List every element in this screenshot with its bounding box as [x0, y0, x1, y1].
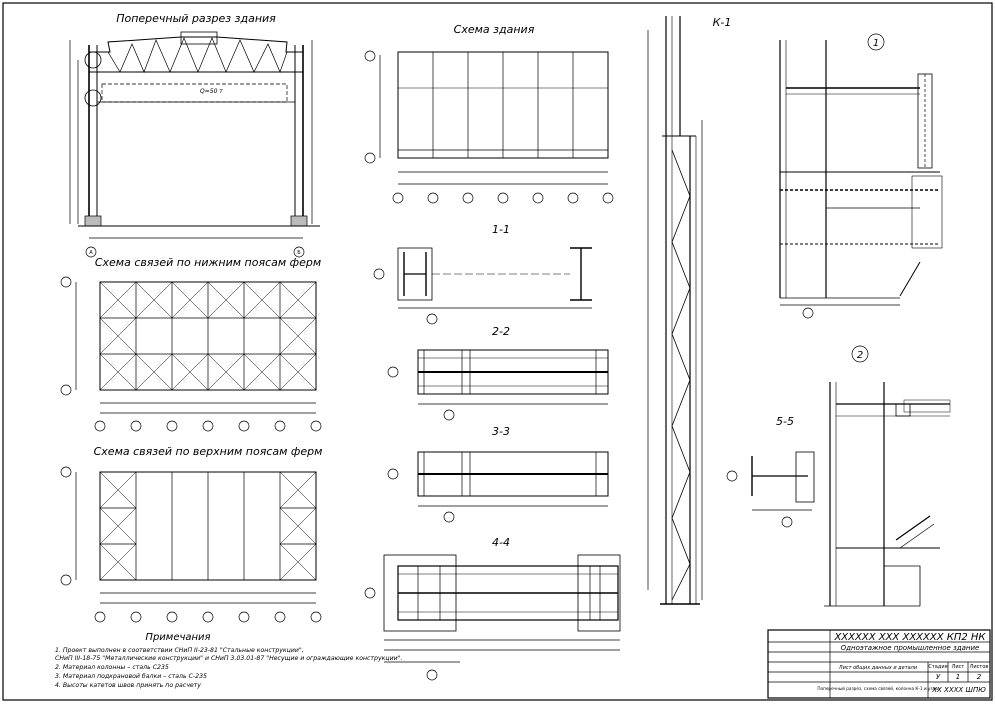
note-line: СНиП III-18-75 "Металлические конструкци…	[55, 655, 402, 662]
node-1-label: 1	[873, 38, 879, 49]
node-2-detail: 2	[824, 345, 951, 607]
note-line: 2. Материал колонны – сталь С235	[55, 664, 169, 671]
node-2-label: 2	[857, 350, 863, 361]
cross-section-view: Поперечный разрез здания Q=50 т А Б	[69, 12, 320, 258]
notes-heading: Примечания	[145, 632, 210, 643]
section-2-2-title: 2-2	[492, 325, 510, 338]
section-4-4-title: 4-4	[492, 536, 510, 549]
group-code: ХХ ХХХХ ШПЮ	[931, 686, 986, 694]
bottom-bracing-title: Схема связей по нижним поясам ферм	[95, 256, 321, 269]
axis-a-label: А	[89, 250, 93, 256]
sheet-value: 1	[956, 673, 960, 681]
building-scheme-title: Схема здания	[454, 23, 535, 36]
note-line: 1. Проект выполнен в соответствии СНиП I…	[55, 647, 304, 654]
sheets-value: 2	[977, 673, 982, 681]
building-name: Одноэтажное промышленное здание	[841, 644, 980, 652]
sheet-header: Лист	[952, 664, 965, 670]
bottom-bracing-view: Схема связей по нижним поясам ферм	[60, 256, 322, 432]
building-scheme-view: Схема здания	[364, 23, 614, 204]
note-line: 3. Материал подкрановой балки – сталь С-…	[55, 672, 207, 680]
sheets-header: Листов	[970, 664, 989, 670]
section-1-1-title: 1-1	[492, 223, 510, 236]
drawing-code: XXXXXX XXX XXXXXX КП2 НК	[833, 632, 986, 643]
section-1-1: 1-1	[373, 223, 592, 325]
top-bracing-title: Схема связей по верхним поясам ферм	[94, 445, 323, 458]
section-5-5-title: 5-5	[776, 415, 794, 428]
section-4-4: 4-4	[364, 536, 621, 681]
sheet-description: Лист общих данных и детали	[838, 665, 918, 671]
section-3-3: 3-3	[387, 425, 609, 523]
drawing-description: Поперечный разрез, схема связей, колонна…	[817, 686, 938, 691]
cross-section-title: Поперечный разрез здания	[116, 12, 276, 25]
section-2-2: 2-2	[387, 325, 609, 421]
node-1-detail: 1	[779, 33, 943, 319]
note-line: 4. Высоты катетов швов принять по расчет…	[55, 682, 201, 689]
column-k1-title: К-1	[713, 16, 732, 29]
crane-capacity: Q=50 т	[200, 88, 223, 95]
notes-block: Примечания 1. Проект выполнен в соответс…	[55, 632, 402, 689]
section-3-3-title: 3-3	[492, 425, 510, 438]
stage-value: У	[936, 673, 941, 681]
axis-b-label: Б	[297, 250, 301, 256]
stage-header: Стадия	[928, 664, 947, 670]
top-bracing-view: Схема связей по верхним поясам ферм	[60, 445, 323, 623]
title-block: XXXXXX XXX XXXXXX КП2 НК Одноэтажное про…	[767, 629, 991, 699]
column-k1: К-1	[647, 16, 732, 605]
section-5-5: 5-5	[726, 415, 815, 528]
